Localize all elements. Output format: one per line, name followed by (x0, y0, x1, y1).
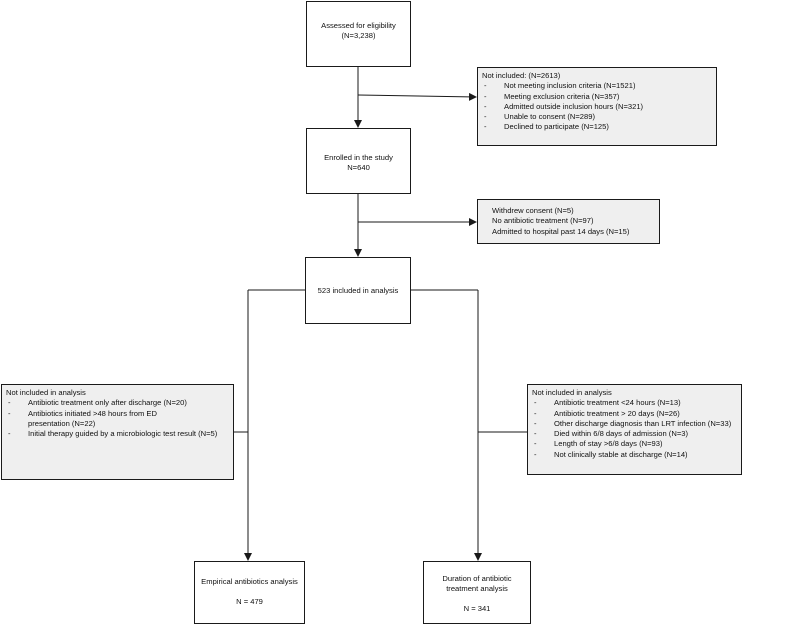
list-item: Antibiotic treatment > 20 days (N=26) (532, 409, 737, 420)
empirical-title: Empirical antibiotics analysis (201, 577, 298, 586)
not-included-title: Not included: (N=2613) (482, 71, 561, 80)
right-excluded-title: Not included in analysis (532, 388, 612, 397)
included-box: 523 included in analysis (305, 257, 411, 324)
enrolled-box: Enrolled in the study N=640 (306, 128, 411, 194)
list-item: Length of stay >6/8 days (N=93) (532, 439, 737, 450)
empirical-count: N = 479 (236, 597, 263, 607)
list-item: Antibiotics initiated >48 hours from ED … (6, 409, 229, 430)
not-included-box: Not included: (N=2613) Not meeting inclu… (477, 67, 717, 146)
duration-box: Duration of antibiotic treatment analysi… (423, 561, 531, 624)
assessed-count: (N=3,238) (341, 31, 376, 41)
enrolled-count: N=640 (347, 163, 370, 173)
list-item: Died within 6/8 days of admission (N=3) (532, 429, 737, 440)
list-item: Not meeting inclusion criteria (N=1521) (482, 81, 712, 92)
right-excluded-box: Not included in analysis Antibiotic trea… (527, 384, 742, 475)
list-item: Other discharge diagnosis than LRT infec… (532, 419, 737, 430)
duration-count: N = 341 (463, 603, 491, 613)
list-item: Meeting exclusion criteria (N=357) (482, 92, 712, 103)
list-item: Antibiotic treatment only after discharg… (6, 398, 229, 409)
list-item: Unable to consent (N=289) (482, 112, 712, 123)
arrow-to-not-included (357, 92, 477, 101)
withdrew-line: Withdrew consent (N=5) (492, 206, 574, 215)
not-included-list: Not meeting inclusion criteria (N=1521) … (482, 81, 712, 133)
empirical-box: Empirical antibiotics analysis N = 479 (194, 561, 305, 624)
left-excluded-box: Not included in analysis Antibiotic trea… (1, 384, 234, 480)
list-item: Initial therapy guided by a microbiologi… (6, 429, 229, 440)
assessed-title: Assessed for eligibility (321, 21, 396, 30)
list-item: Antibiotic treatment <24 hours (N=13) (532, 398, 737, 409)
enrolled-title: Enrolled in the study (324, 153, 393, 162)
list-item: Admitted outside inclusion hours (N=321) (482, 102, 712, 113)
left-excluded-list: Antibiotic treatment only after discharg… (6, 398, 229, 439)
withdrew-box: Withdrew consent (N=5) No antibiotic tre… (477, 199, 660, 244)
withdrew-line: No antibiotic treatment (N=97) (492, 216, 594, 226)
duration-title-1: Duration of antibiotic (442, 574, 512, 583)
duration-title-2: treatment analysis (446, 584, 508, 594)
withdrew-line: Admitted to hospital past 14 days (N=15) (492, 226, 630, 236)
included-title: 523 included in analysis (317, 286, 399, 295)
list-item: Not clinically stable at discharge (N=14… (532, 450, 737, 461)
left-excluded-title: Not included in analysis (6, 388, 86, 397)
assessed-box: Assessed for eligibility (N=3,238) (306, 1, 411, 67)
list-item: Declined to participate (N=125) (482, 122, 712, 133)
right-excluded-list: Antibiotic treatment <24 hours (N=13) An… (532, 398, 737, 460)
